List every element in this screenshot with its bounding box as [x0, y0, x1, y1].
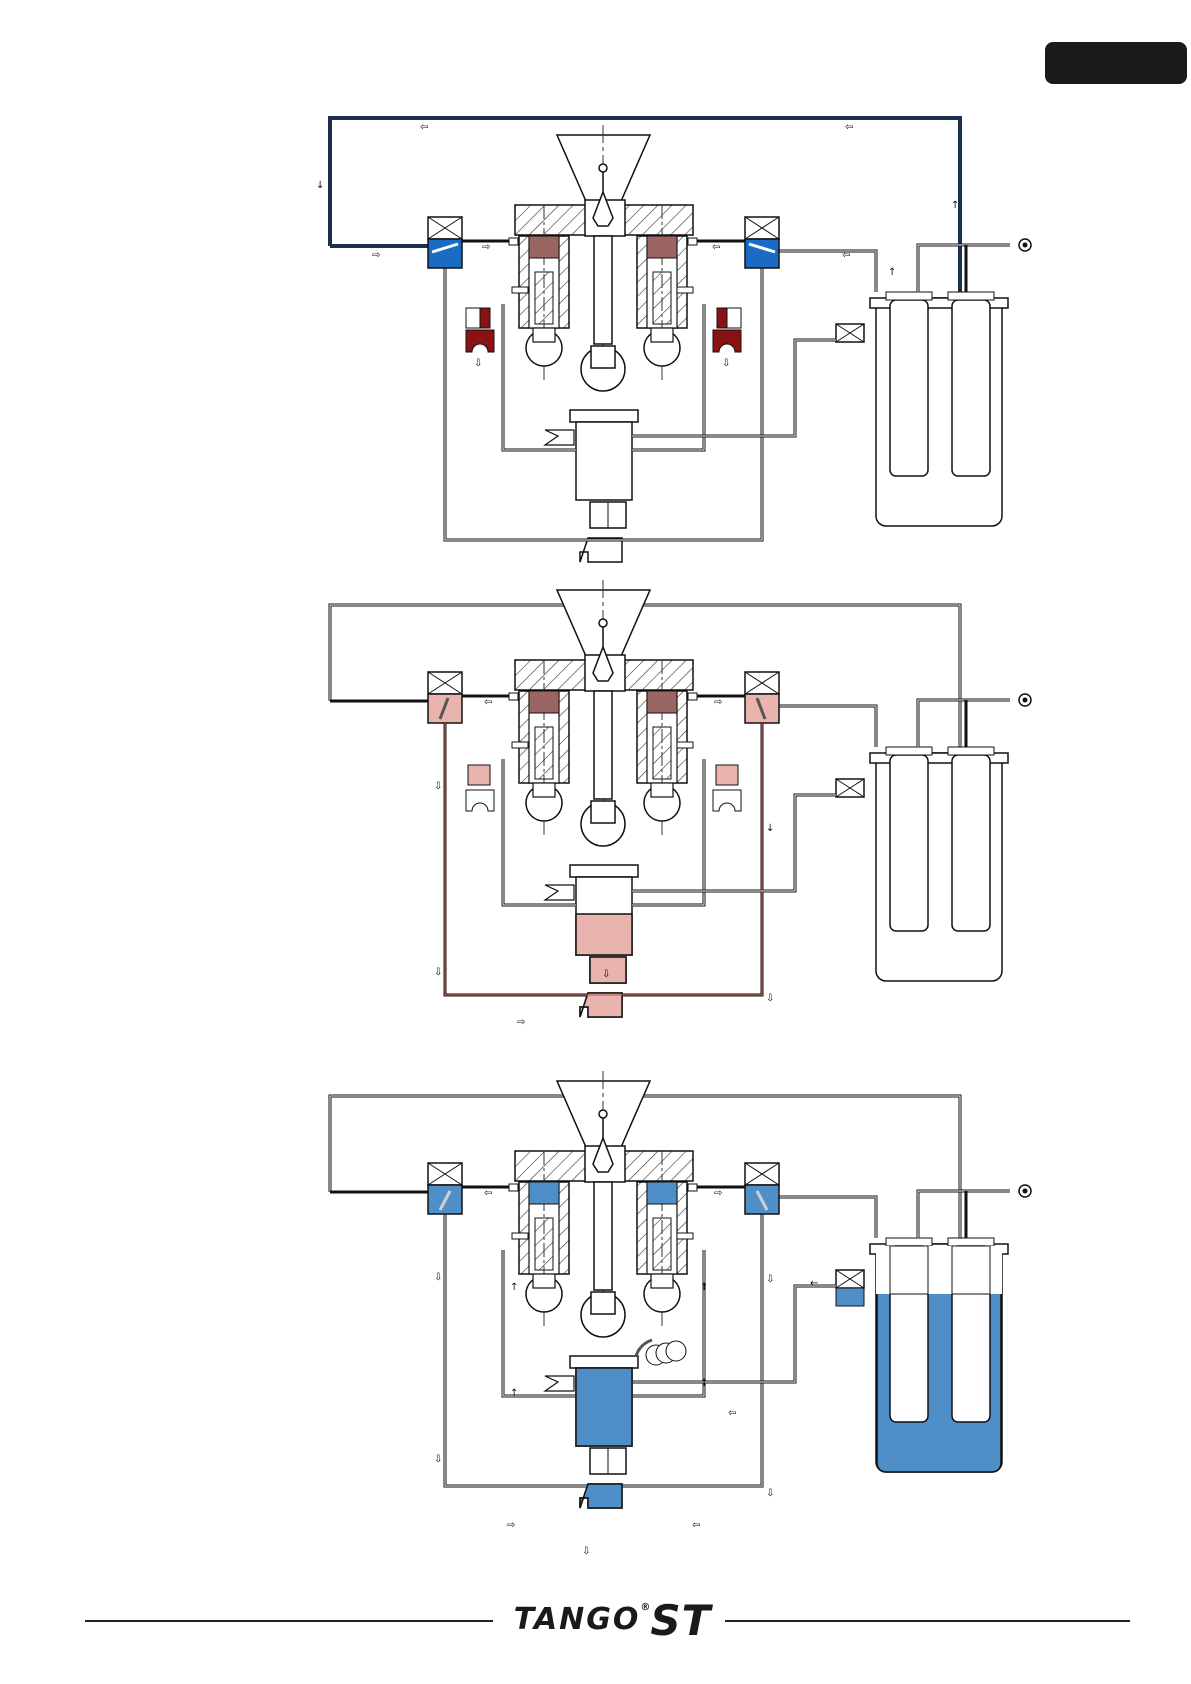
diagram-panel-3: ⇦ ⇨ ⇩ ⇩ ⇩ ⇩ ⇨ ⇦ ↑ ↑ ↑ ↑ ← ⇦ ⇩ — [330, 1071, 1031, 1557]
svg-text:⇦: ⇦ — [842, 250, 850, 261]
svg-text:⇩: ⇩ — [722, 358, 730, 369]
brand-logo: TANGO ® ST — [505, 1596, 720, 1646]
svg-text:⇨: ⇨ — [714, 1188, 722, 1199]
svg-text:⇨: ⇨ — [372, 250, 380, 261]
footer-rule-right — [725, 1620, 1130, 1622]
svg-text:⇩: ⇩ — [766, 1488, 774, 1499]
svg-text:↑: ↑ — [510, 1282, 518, 1293]
footer-rule-left — [85, 1620, 493, 1622]
svg-text:⇨: ⇨ — [714, 697, 722, 708]
svg-text:⇦: ⇦ — [692, 1520, 700, 1531]
diagram-panel-1: ⇦ ⇦ ⇨ ⇨ ⇦ ⇦ ↓ ↑ ↑ ⇩ ⇩ — [316, 118, 1031, 562]
svg-text:⇦: ⇦ — [728, 1408, 736, 1419]
svg-text:↑: ↑ — [510, 1388, 518, 1399]
svg-text:⇩: ⇩ — [602, 969, 610, 980]
svg-text:⇩: ⇩ — [766, 1274, 774, 1285]
diagram-panel-2: ⇦ ⇨ ⇩ ↓ ⇩ ⇩ ⇨ ⇩ — [330, 580, 1031, 1028]
svg-text:⇩: ⇩ — [582, 1546, 590, 1557]
svg-text:←: ← — [810, 1278, 818, 1289]
svg-text:↑: ↑ — [888, 267, 896, 278]
svg-text:⇦: ⇦ — [420, 122, 428, 133]
svg-text:↑: ↑ — [700, 1378, 708, 1389]
svg-text:↑: ↑ — [951, 200, 959, 211]
svg-text:⇨: ⇨ — [482, 242, 490, 253]
svg-text:↑: ↑ — [700, 1282, 708, 1293]
svg-text:⇩: ⇩ — [434, 967, 442, 978]
svg-text:⇩: ⇩ — [766, 993, 774, 1004]
svg-text:↓: ↓ — [766, 823, 774, 834]
svg-text:⇩: ⇩ — [434, 781, 442, 792]
svg-text:⇨: ⇨ — [507, 1520, 515, 1531]
svg-text:⇦: ⇦ — [712, 242, 720, 253]
svg-text:⇩: ⇩ — [474, 358, 482, 369]
brand-model: ST — [650, 1596, 711, 1645]
svg-text:↓: ↓ — [316, 180, 324, 191]
svg-text:⇩: ⇩ — [434, 1272, 442, 1283]
svg-text:⇨: ⇨ — [517, 1017, 525, 1028]
svg-text:⇦: ⇦ — [845, 122, 853, 133]
brand-name: TANGO — [514, 1602, 641, 1637]
svg-text:⇦: ⇦ — [484, 1188, 492, 1199]
svg-text:⇦: ⇦ — [484, 697, 492, 708]
svg-text:⇩: ⇩ — [434, 1454, 442, 1465]
brand-registered-mark: ® — [640, 1602, 650, 1613]
